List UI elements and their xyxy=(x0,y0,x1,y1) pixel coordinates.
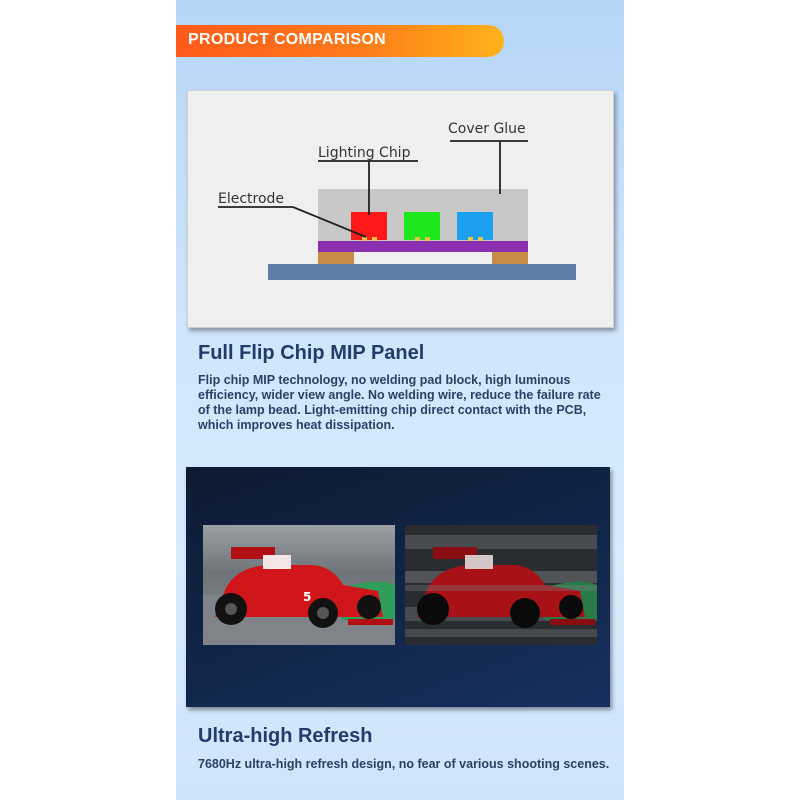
pcb-board xyxy=(268,264,576,280)
section2-title: Ultra-high Refresh xyxy=(198,725,373,747)
substrate-layer xyxy=(318,241,528,252)
solder-pad-left xyxy=(318,252,354,264)
section1-title: Full Flip Chip MIP Panel xyxy=(198,342,425,364)
svg-text:5: 5 xyxy=(303,590,311,604)
flip-chip-diagram: Cover Glue Lighting Chip Electrode xyxy=(187,90,614,328)
green-chip xyxy=(404,212,440,240)
electrode-label: Electrode xyxy=(218,191,284,207)
chip-structure-illustration: Cover Glue Lighting Chip Electrode xyxy=(218,121,576,280)
product-comparison-badge: PRODUCT COMPARISON xyxy=(176,25,504,57)
solder-pad-right xyxy=(492,252,528,264)
product-panel: PRODUCT COMPARISON xyxy=(176,0,624,800)
section2-description: 7680Hz ultra-high refresh design, no fea… xyxy=(198,757,610,771)
car-photo-low-refresh xyxy=(405,525,597,645)
car-photo-high-refresh: 5 xyxy=(203,525,395,645)
refresh-comparison-card: 5 xyxy=(186,467,610,707)
badge-text: PRODUCT COMPARISON xyxy=(188,31,386,48)
red-chip xyxy=(351,212,387,240)
lighting-chip-label: Lighting Chip xyxy=(318,145,411,161)
section1-description: Flip chip MIP technology, no welding pad… xyxy=(198,373,601,432)
blue-chip xyxy=(457,212,493,240)
cover-glue-label: Cover Glue xyxy=(448,121,526,137)
